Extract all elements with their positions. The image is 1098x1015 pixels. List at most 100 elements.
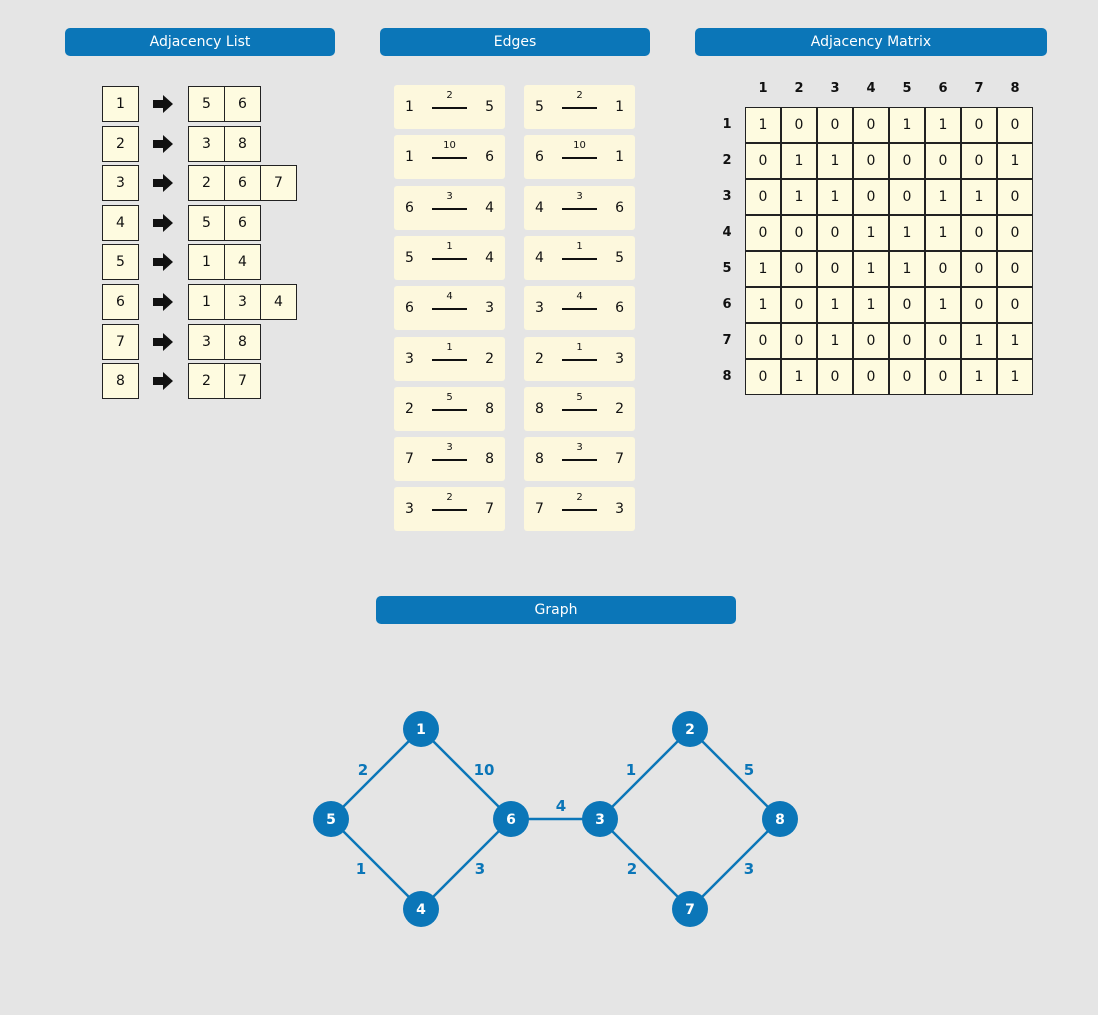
adjacency-matrix-header: Adjacency Matrix	[695, 28, 1047, 56]
adjacency-list-node: 6	[102, 284, 139, 320]
edge-line	[432, 408, 467, 411]
adjacency-list-neighbor: 1	[188, 284, 225, 320]
edge-from: 1	[405, 99, 414, 115]
adjacency-list-neighbor: 2	[188, 363, 225, 400]
matrix-cell: 0	[925, 323, 961, 359]
adjacency-list-neighbor: 3	[224, 284, 261, 320]
matrix-row-header: 7	[722, 333, 732, 348]
edge-from: 2	[405, 400, 414, 417]
edge-weight: 4	[446, 291, 453, 303]
matrix-cell: 0	[745, 323, 781, 359]
matrix-cell: 0	[961, 215, 997, 251]
graph-node	[313, 801, 349, 837]
matrix-cell: 0	[817, 359, 853, 395]
matrix-cell: 0	[889, 143, 925, 179]
matrix-column-header: 5	[902, 81, 912, 96]
matrix-cell: 0	[781, 251, 817, 287]
edge-from: 5	[405, 249, 414, 266]
edge-weight: 1	[446, 341, 453, 353]
matrix-cell: 0	[889, 179, 925, 215]
edge-weight: 10	[573, 140, 586, 152]
edge-to: 3	[615, 501, 624, 518]
edge-to: 6	[615, 300, 624, 317]
graph-edge	[420, 728, 512, 820]
graph-edge-weight: 2	[627, 860, 637, 878]
matrix-cell: 1	[745, 287, 781, 323]
matrix-cell: 0	[997, 179, 1033, 215]
matrix-cell: 1	[925, 179, 961, 215]
matrix-cell: 0	[781, 323, 817, 359]
adjacency-list-neighbor: 6	[224, 86, 261, 122]
adjacency-list-node: 1	[102, 86, 139, 122]
edge-from: 6	[405, 300, 414, 317]
matrix-cell: 1	[961, 179, 997, 215]
adjacency-list-neighbor: 8	[224, 323, 261, 360]
adjacency-list-neighbor: 7	[260, 165, 297, 202]
graph-node	[493, 801, 529, 837]
edge-line	[432, 157, 467, 160]
edge-card: 6 3 4	[394, 185, 505, 230]
matrix-cell: 0	[853, 359, 889, 395]
edge-weight: 3	[446, 190, 453, 202]
graph-node	[672, 891, 708, 927]
edge-to: 3	[615, 350, 624, 367]
edge-to: 8	[485, 451, 494, 468]
edge-weight: 2	[446, 492, 453, 504]
edge-from: 8	[535, 400, 544, 417]
matrix-cell: 1	[997, 359, 1033, 395]
edge-to: 4	[485, 199, 494, 216]
edge-to: 7	[485, 501, 494, 518]
matrix-cell: 0	[889, 359, 925, 395]
matrix-cell: 0	[745, 359, 781, 395]
matrix-cell: 1	[817, 179, 853, 215]
matrix-cell: 0	[925, 251, 961, 287]
adjacency-list-neighbor: 6	[224, 204, 261, 241]
edge-to: 6	[485, 149, 494, 166]
matrix-cell: 0	[997, 215, 1033, 251]
edge-from: 3	[405, 350, 414, 367]
edge-weight: 2	[446, 90, 453, 101]
graph-title: Graph	[534, 602, 578, 618]
edge-from: 6	[405, 199, 414, 216]
right-arrow-icon	[153, 372, 173, 394]
graph-node	[403, 891, 439, 927]
matrix-cell: 0	[961, 251, 997, 287]
edge-weight: 5	[576, 391, 583, 403]
edge-line	[562, 308, 597, 311]
graph-node-label: 4	[416, 902, 426, 918]
right-arrow-icon	[153, 293, 173, 315]
matrix-column-header: 4	[866, 81, 876, 96]
right-arrow-icon	[153, 253, 173, 275]
matrix-cell: 0	[925, 143, 961, 179]
adjacency-list-node: 5	[102, 244, 139, 281]
edge-line	[432, 509, 467, 512]
matrix-cell: 0	[853, 179, 889, 215]
matrix-column-header: 1	[758, 81, 768, 96]
matrix-cell: 1	[961, 359, 997, 395]
edge-line	[562, 509, 597, 512]
matrix-cell: 0	[781, 215, 817, 251]
matrix-cell: 0	[961, 287, 997, 323]
graph-header: Graph	[376, 596, 736, 624]
adjacency-list-neighbor: 4	[224, 244, 261, 281]
graph-node-label: 3	[595, 812, 605, 828]
edges-title: Edges	[493, 34, 537, 50]
edge-line	[432, 358, 467, 361]
matrix-cell: 0	[997, 107, 1033, 143]
edge-to: 5	[615, 249, 624, 266]
graph-node-label: 7	[685, 902, 695, 918]
edge-weight: 3	[576, 190, 583, 202]
matrix-row-header: 3	[722, 189, 732, 204]
matrix-cell: 1	[817, 143, 853, 179]
matrix-cell: 0	[853, 143, 889, 179]
matrix-cell: 0	[961, 143, 997, 179]
